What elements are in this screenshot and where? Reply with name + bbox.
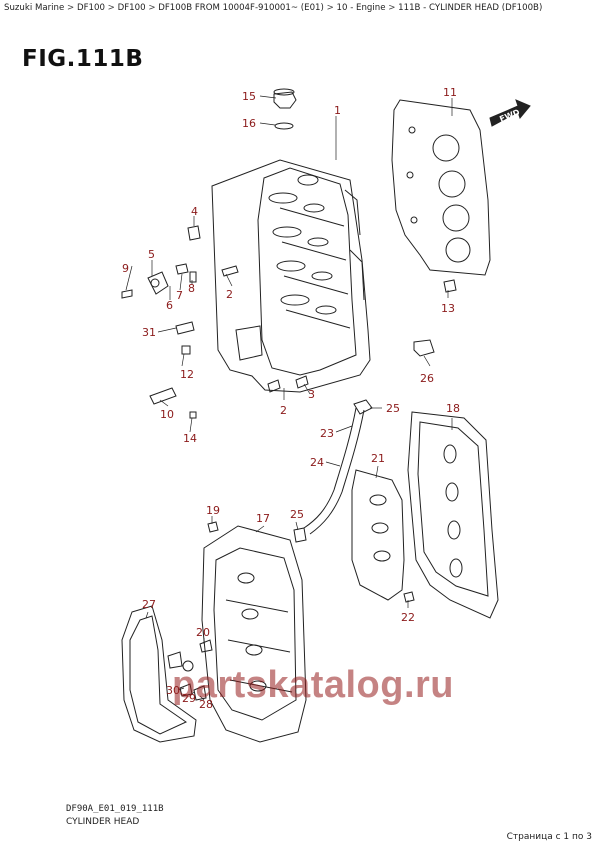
breadcrumb: Suzuki Marine > DF100 > DF100 > DF100B F… [4, 3, 596, 13]
callout-1[interactable]: 1 [334, 104, 341, 117]
callout-4[interactable]: 4 [191, 205, 198, 218]
callout-25[interactable]: 25 [290, 508, 304, 521]
callout-2[interactable]: 2 [280, 404, 287, 417]
breadcrumb-separator: > [388, 3, 396, 13]
callout-20[interactable]: 20 [196, 626, 210, 639]
callout-14[interactable]: 14 [183, 432, 197, 445]
small-parts-cover [167, 521, 415, 701]
breadcrumb-link-df100-model[interactable]: DF100 [117, 3, 146, 13]
cylinder-head [211, 159, 371, 393]
breadcrumb-current: 111B - CYLINDER HEAD (DF100B) [398, 3, 543, 13]
breadcrumb-link-engine[interactable]: 10 - Engine [336, 3, 386, 13]
callout-7[interactable]: 7 [176, 289, 183, 302]
callout-17[interactable]: 17 [256, 512, 270, 525]
callout-2[interactable]: 2 [226, 288, 233, 301]
callout-5[interactable]: 5 [148, 248, 155, 261]
callout-27[interactable]: 27 [142, 598, 156, 611]
callout-19[interactable]: 19 [206, 504, 220, 517]
figure-title: FIG.111B [22, 46, 144, 72]
hose-clip [413, 339, 435, 357]
callout-18[interactable]: 18 [446, 402, 460, 415]
callout-10[interactable]: 10 [160, 408, 174, 421]
callout-24[interactable]: 24 [310, 456, 324, 469]
side-cover [121, 605, 197, 743]
callout-numbers: 1 2 2 3 4 5 6 7 8 9 10 11 12 13 14 15 16… [122, 86, 460, 711]
callout-29[interactable]: 29 [182, 692, 196, 705]
fwd-label: FWD [498, 107, 521, 123]
callout-13[interactable]: 13 [441, 302, 455, 315]
breather-hose [293, 399, 373, 543]
callout-31[interactable]: 31 [142, 326, 156, 339]
callout-8[interactable]: 8 [188, 282, 195, 295]
callout-3[interactable]: 3 [308, 388, 315, 401]
fwd-arrow-icon [489, 99, 531, 127]
oil-filler-cap [273, 88, 297, 109]
gasket-21 [351, 469, 405, 601]
grommet [443, 279, 457, 293]
breadcrumb-separator: > [326, 3, 334, 13]
figure-caption: CYLINDER HEAD [66, 817, 140, 827]
callout-21[interactable]: 21 [371, 452, 385, 465]
callout-6[interactable]: 6 [166, 299, 173, 312]
breadcrumb-link-suzuki-marine[interactable]: Suzuki Marine [4, 3, 65, 13]
page-indicator: Страница с 1 по 3 [506, 832, 592, 842]
breadcrumb-separator: > [107, 3, 115, 13]
callout-16[interactable]: 16 [242, 117, 256, 130]
breadcrumb-link-df100[interactable]: DF100 [76, 3, 105, 13]
callout-26[interactable]: 26 [420, 372, 434, 385]
callout-25[interactable]: 25 [386, 402, 400, 415]
o-ring [274, 122, 294, 130]
callout-22[interactable]: 22 [401, 611, 415, 624]
breadcrumb-separator: > [67, 3, 75, 13]
head-gasket [391, 99, 491, 276]
small-parts-left [121, 225, 309, 419]
callout-30[interactable]: 30 [166, 684, 180, 697]
callout-28[interactable]: 28 [199, 698, 213, 711]
callout-12[interactable]: 12 [180, 368, 194, 381]
figure-code: DF90A_E01_019_111B [66, 804, 164, 814]
callout-9[interactable]: 9 [122, 262, 129, 275]
watermark: partskatalog.ru [172, 664, 455, 706]
breadcrumb-link-serial[interactable]: DF100B FROM 10004F-910001~ (E01) [158, 3, 324, 13]
leader-lines [125, 95, 453, 701]
head-cover [201, 525, 307, 743]
callout-11[interactable]: 11 [443, 86, 457, 99]
callout-23[interactable]: 23 [320, 427, 334, 440]
callout-15[interactable]: 15 [242, 90, 256, 103]
breadcrumb-separator: > [148, 3, 156, 13]
cover-seal [407, 411, 499, 619]
